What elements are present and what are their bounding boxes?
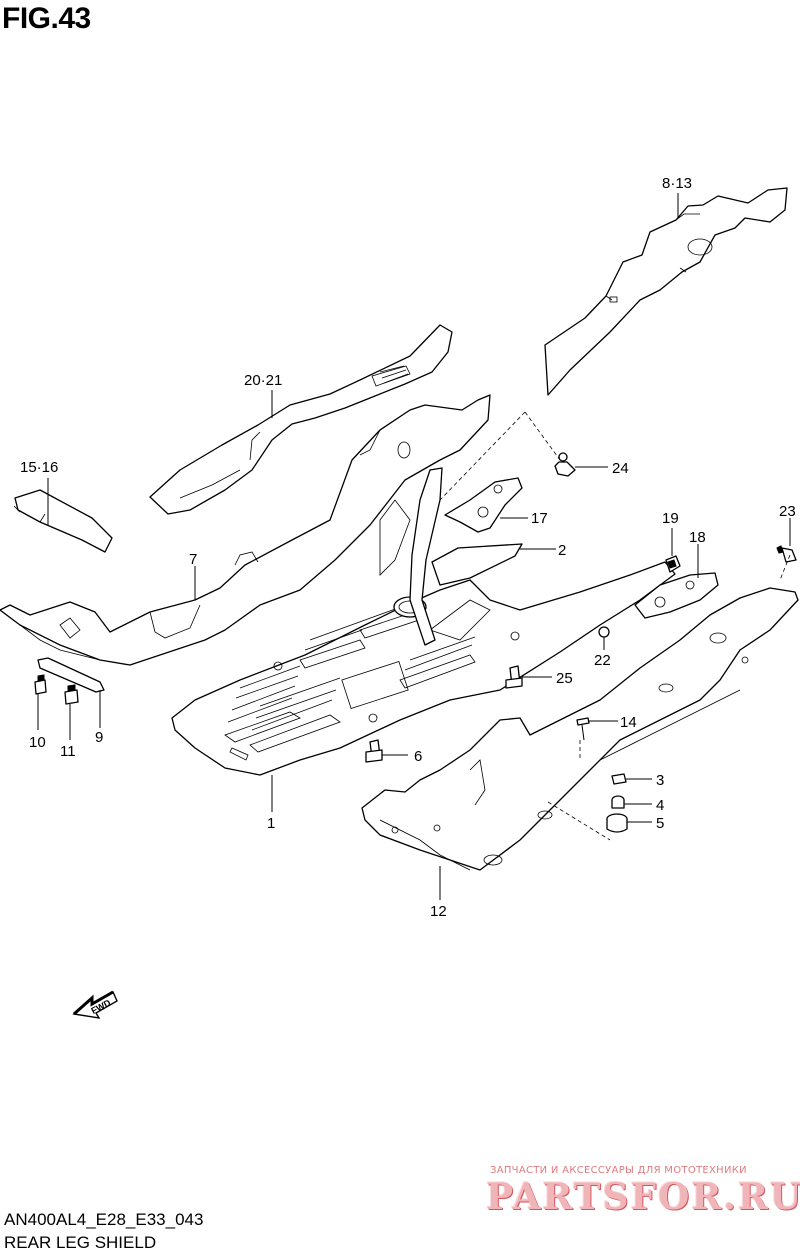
part-15-16-small-panel[interactable] [13,489,113,553]
callout-24: 24 [612,460,629,477]
callout-14: 14 [620,714,637,731]
callout-labels: 8·13 20·21 15·16 24 17 2 7 19 18 23 22 2… [20,175,796,920]
part-22-screw[interactable] [598,626,610,646]
part-19-clip[interactable] [665,555,681,573]
callout-23: 23 [779,503,796,520]
callout-22: 22 [594,652,611,669]
callout-7: 7 [189,551,197,568]
part-11-clip[interactable] [64,684,79,705]
callout-1: 1 [267,815,275,832]
figure-name: REAR LEG SHIELD [4,1233,157,1252]
part-7-frame-cover[interactable] [0,394,491,666]
callout-20-21: 20·21 [244,372,282,389]
part-23-clip[interactable] [776,545,797,563]
part-10-clip[interactable] [34,674,47,695]
grill-slats-left [224,665,341,753]
center-support [379,467,443,646]
part-17-bracket[interactable] [444,477,523,533]
part-4-collar[interactable] [611,795,625,809]
callout-15-16: 15·16 [20,459,58,476]
callout-4: 4 [656,797,664,814]
watermark-logo: PARTSFOR.RU [486,1176,800,1218]
part-20-21-top-cover[interactable] [149,324,453,515]
part-5-grommet[interactable] [606,813,628,833]
assembly-guide-lines [439,411,791,841]
part-3-screw[interactable] [611,773,627,785]
part-18-bracket[interactable] [634,572,719,619]
part-25-clip[interactable] [505,665,523,689]
part-8-13-side-panel[interactable] [544,187,788,396]
callout-9: 9 [95,729,103,746]
part-24-screw[interactable] [554,452,576,477]
callout-17: 17 [531,510,548,527]
callout-10: 10 [29,734,46,751]
figure-code: AN400AL4_E28_E33_043 [4,1210,204,1229]
callout-19: 19 [662,510,679,527]
callout-6: 6 [414,748,422,765]
fwd-arrow-icon: FWD [72,990,118,1019]
callout-8-13: 8·13 [662,175,692,192]
callout-2: 2 [558,542,566,559]
callout-leaders [37,193,791,900]
grill-slats-right [399,636,476,689]
part-2-plate[interactable] [431,543,523,586]
part-12-lower-cover[interactable] [361,587,799,871]
part-9-strip[interactable] [37,657,105,693]
figure-title: FIG.43 [2,2,91,35]
callout-18: 18 [689,529,706,546]
watermark-caption: ЗАПЧАСТИ И АКСЕССУАРЫ ДЛЯ МОТОТЕХНИКИ [490,1165,747,1176]
callout-5: 5 [656,815,664,832]
part-14-screw[interactable] [576,717,590,741]
callout-11: 11 [60,743,76,760]
callout-3: 3 [656,772,664,789]
callout-25: 25 [556,670,573,687]
part-6-clip[interactable] [365,739,383,763]
callout-12: 12 [430,903,447,920]
